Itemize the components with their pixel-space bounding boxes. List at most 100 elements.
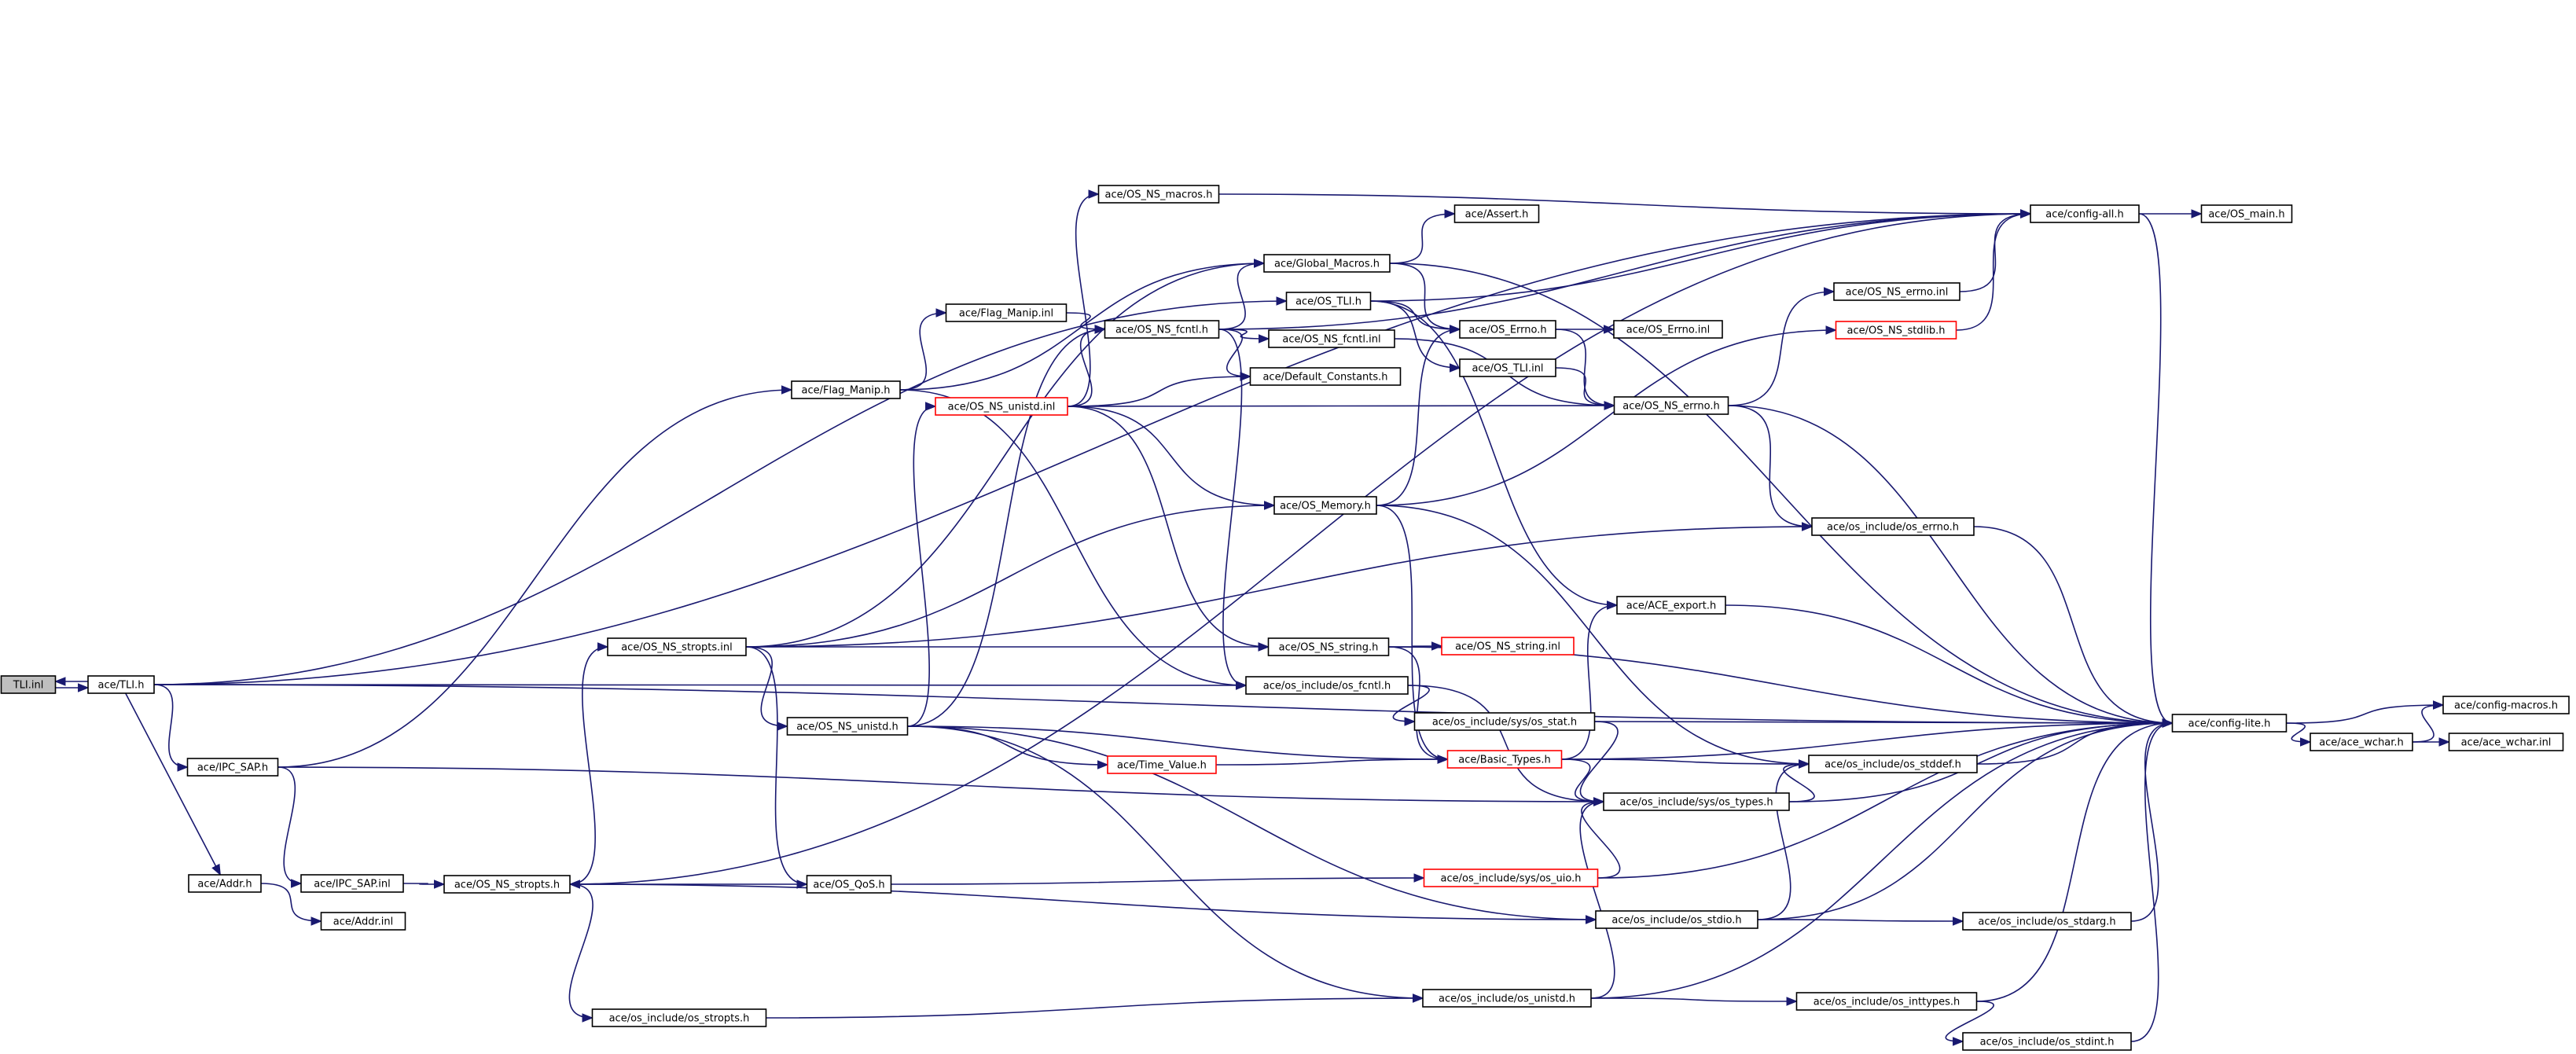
node-config-all-h[interactable]: ace/config-all.h [2030, 204, 2140, 223]
node-box[interactable] [0, 675, 57, 694]
node-ipc-sap-h[interactable]: ace/IPC_SAP.h [186, 758, 279, 777]
node-box[interactable] [786, 717, 909, 736]
node-box[interactable] [1263, 254, 1391, 273]
node-os-include-sys-os-uio-h[interactable]: ace/os_include/sys/os_uio.h [1423, 869, 1599, 887]
node-box[interactable] [1423, 869, 1599, 887]
node-box[interactable] [1249, 367, 1402, 386]
node-box[interactable] [2200, 204, 2293, 223]
node-box[interactable] [1104, 320, 1220, 339]
node-os-include-os-unistd-h[interactable]: ace/os_include/os_unistd.h [1422, 989, 1592, 1008]
node-os-ns-unistd-h[interactable]: ace/OS_NS_unistd.h [786, 717, 909, 736]
node-os-ns-fcntl-h[interactable]: ace/OS_NS_fcntl.h [1104, 320, 1220, 339]
node-os-include-os-stdint-h[interactable]: ace/os_include/os_stdint.h [1962, 1032, 2132, 1051]
node-box[interactable] [1422, 989, 1592, 1008]
node-os-ns-stropts-h[interactable]: ace/OS_NS_stropts.h [443, 875, 571, 894]
node-os-ns-stropts-inl[interactable]: ace/OS_NS_stropts.inl [607, 637, 747, 656]
node-box[interactable] [1267, 637, 1390, 656]
node-os-include-sys-os-types-h[interactable]: ace/os_include/sys/os_types.h [1603, 792, 1790, 811]
node-box[interactable] [1613, 320, 1723, 339]
node-box[interactable] [1107, 755, 1217, 774]
node-box[interactable] [1097, 185, 1220, 204]
node-box[interactable] [2310, 733, 2413, 751]
node-os-include-os-fcntl-h[interactable]: ace/os_include/os_fcntl.h [1245, 676, 1409, 695]
node-box[interactable] [607, 637, 747, 656]
node-os-tli-inl[interactable]: ace/OS_TLI.inl [1459, 358, 1556, 377]
node-os-tli-h[interactable]: ace/OS_TLI.h [1285, 292, 1372, 310]
node-os-ns-string-h[interactable]: ace/OS_NS_string.h [1267, 637, 1390, 656]
node-os-include-os-errno-h[interactable]: ace/os_include/os_errno.h [1811, 517, 1975, 536]
node-os-ns-errno-h[interactable]: ace/OS_NS_errno.h [1613, 396, 1729, 415]
node-box[interactable] [1835, 321, 1957, 340]
node-box[interactable] [1833, 282, 1960, 301]
node-box[interactable] [2171, 714, 2288, 733]
node-os-memory-h[interactable]: ace/OS_Memory.h [1273, 496, 1377, 515]
node-box[interactable] [2448, 733, 2564, 751]
node-box[interactable] [1616, 596, 1726, 615]
node-os-include-os-stddef-h[interactable]: ace/os_include/os_stddef.h [1808, 755, 1978, 773]
node-os-errno-h[interactable]: ace/OS_Errno.h [1459, 320, 1556, 339]
node-box[interactable] [300, 874, 404, 893]
node-box[interactable] [1285, 292, 1372, 310]
node-box[interactable] [1459, 320, 1556, 339]
node-box[interactable] [1595, 910, 1758, 929]
node-assert-h[interactable]: ace/Assert.h [1453, 204, 1540, 223]
node-box[interactable] [87, 675, 155, 694]
node-box[interactable] [2030, 204, 2140, 223]
node-os-include-os-stdio-h[interactable]: ace/os_include/os_stdio.h [1595, 910, 1758, 929]
node-ace-export-h[interactable]: ace/ACE_export.h [1616, 596, 1726, 615]
node-os-main-h[interactable]: ace/OS_main.h [2200, 204, 2293, 223]
node-box[interactable] [1459, 358, 1556, 377]
node-box[interactable] [1413, 712, 1596, 731]
node-os-ns-fcntl-inl[interactable]: ace/OS_NS_fcntl.inl [1268, 329, 1395, 348]
node-box[interactable] [1795, 992, 1978, 1011]
node-os-qos-h[interactable]: ace/OS_QoS.h [806, 875, 892, 894]
node-basic-types-h[interactable]: ace/Basic_Types.h [1446, 750, 1563, 769]
node-flag-manip-h[interactable]: ace/Flag_Manip.h [791, 380, 901, 399]
node-os-ns-macros-h[interactable]: ace/OS_NS_macros.h [1097, 185, 1220, 204]
node-box[interactable] [1245, 676, 1409, 695]
node-box[interactable] [1811, 517, 1975, 536]
node-config-macros-h[interactable]: ace/config-macros.h [2442, 696, 2570, 714]
node-os-include-os-stdarg-h[interactable]: ace/os_include/os_stdarg.h [1962, 912, 2132, 931]
node-os-errno-inl[interactable]: ace/OS_Errno.inl [1613, 320, 1723, 339]
node-box[interactable] [1441, 637, 1575, 656]
node-os-ns-string-inl[interactable]: ace/OS_NS_string.inl [1441, 637, 1575, 656]
node-box[interactable] [935, 397, 1068, 416]
node-time-value-h[interactable]: ace/Time_Value.h [1107, 755, 1217, 774]
node-box[interactable] [591, 1008, 767, 1027]
node-tli-h[interactable]: ace/TLI.h [87, 675, 155, 694]
node-ace-wchar-h[interactable]: ace/ace_wchar.h [2310, 733, 2413, 751]
node-box[interactable] [1962, 912, 2132, 931]
node-os-include-os-inttypes-h[interactable]: ace/os_include/os_inttypes.h [1795, 992, 1978, 1011]
node-box[interactable] [1273, 496, 1377, 515]
node-os-include-sys-os-stat-h[interactable]: ace/os_include/sys/os_stat.h [1413, 712, 1596, 731]
node-box[interactable] [1603, 792, 1790, 811]
node-box[interactable] [2442, 696, 2570, 714]
node-box[interactable] [1613, 396, 1729, 415]
node-os-ns-unistd-inl[interactable]: ace/OS_NS_unistd.inl [935, 397, 1068, 416]
node-config-lite-h[interactable]: ace/config-lite.h [2171, 714, 2288, 733]
node-box[interactable] [1268, 329, 1395, 348]
node-box[interactable] [1446, 750, 1563, 769]
node-box[interactable] [188, 874, 262, 893]
node-box[interactable] [806, 875, 892, 894]
node-box[interactable] [443, 875, 571, 894]
node-ipc-sap-inl[interactable]: ace/IPC_SAP.inl [300, 874, 404, 893]
node-default-constants-h[interactable]: ace/Default_Constants.h [1249, 367, 1402, 386]
node-addr-inl[interactable]: ace/Addr.inl [320, 912, 406, 931]
node-box[interactable] [1453, 204, 1540, 223]
node-box[interactable] [1808, 755, 1978, 773]
node-global-macros-h[interactable]: ace/Global_Macros.h [1263, 254, 1391, 273]
node-os-ns-stdlib-h[interactable]: ace/OS_NS_stdlib.h [1835, 321, 1957, 340]
node-box[interactable] [945, 303, 1068, 322]
node-box[interactable] [1962, 1032, 2132, 1051]
node-box[interactable] [320, 912, 406, 931]
node-box[interactable] [186, 758, 279, 777]
node-os-include-os-stropts-h[interactable]: ace/os_include/os_stropts.h [591, 1008, 767, 1027]
node-flag-manip-inl[interactable]: ace/Flag_Manip.inl [945, 303, 1068, 322]
node-addr-h[interactable]: ace/Addr.h [188, 874, 262, 893]
node-ace-wchar-inl[interactable]: ace/ace_wchar.inl [2448, 733, 2564, 751]
node-os-ns-errno-inl[interactable]: ace/OS_NS_errno.inl [1833, 282, 1960, 301]
node-tli-inl[interactable]: TLI.inl [0, 675, 57, 694]
node-box[interactable] [791, 380, 901, 399]
